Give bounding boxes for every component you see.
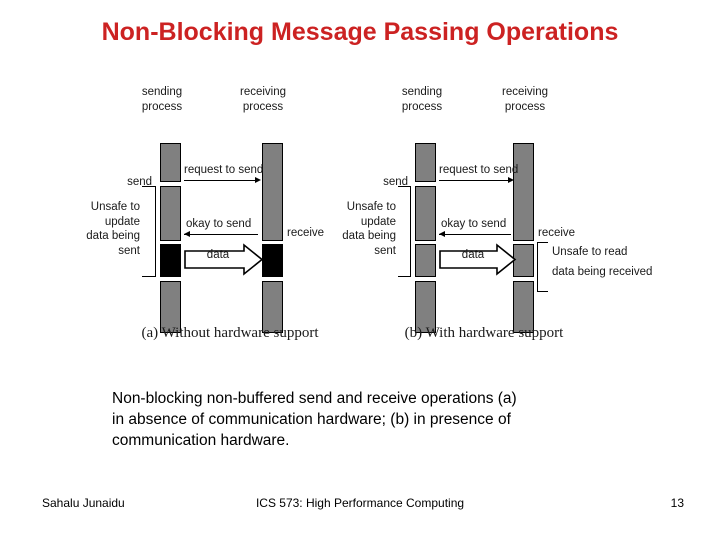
- panel-b-sender-bar-segment-4: [415, 281, 436, 333]
- panel-b-message-okay-to-send-line: [439, 234, 511, 235]
- panel-b-message-data-text: data: [461, 249, 485, 261]
- panel-a-unsafe-send-line2: update: [104, 215, 140, 228]
- panel-b-caption: (b) With hardware support: [404, 325, 564, 341]
- panel-a-sending-process-line2: process: [141, 101, 183, 113]
- panel-b-message-okay-to-send-arrowhead: [439, 231, 445, 237]
- panel-a-message-request-to-send-line: [184, 180, 256, 181]
- panel-a-receiving-process-line2: process: [242, 101, 284, 113]
- panel-a-receiver-bar-segment-3: [262, 281, 283, 333]
- panel-a-without-hardware-support: sending process receiving process send U…: [80, 85, 380, 355]
- panel-b-unsafe-receive-line1: Unsafe to read: [552, 246, 628, 258]
- panel-b-receive-label: receive: [538, 227, 576, 239]
- panel-b-message-request-to-send-text: request to send: [439, 164, 519, 176]
- panel-a-send-label: send: [127, 176, 152, 188]
- panel-b-with-hardware-support: sending process receiving process send U…: [340, 85, 652, 355]
- figure-caption-line3: communication hardware.: [112, 432, 290, 449]
- panel-b-message-data-arrow: data: [439, 243, 517, 276]
- panel-a-unsafe-send-bracket: [142, 186, 156, 277]
- panel-a-sending-process-line1: sending: [141, 86, 183, 98]
- figure-caption-line1: Non-blocking non-buffered send and recei…: [112, 390, 517, 407]
- footer-course: ICS 573: High Performance Computing: [255, 496, 465, 510]
- panel-a-message-okay-to-send-arrowhead: [184, 231, 190, 237]
- panel-a-sender-bar-segment-2: [160, 186, 181, 241]
- panel-b-unsafe-send-bracket: [398, 186, 411, 277]
- panel-a-message-request-to-send-text: request to send: [184, 164, 264, 176]
- panel-b-unsafe-send-label: Unsafe to update data being sent: [336, 200, 396, 258]
- panel-a-sending-process-header: sending process: [114, 85, 210, 115]
- panel-b-receiving-process-header: receiving process: [477, 85, 573, 115]
- panel-b-unsafe-receive-line2: data being received: [552, 265, 653, 278]
- panel-b-receiving-process-line2: process: [504, 101, 546, 113]
- footer-page-number: 13: [670, 496, 684, 510]
- panel-a-message-okay-to-send-text: okay to send: [186, 218, 252, 230]
- panel-b-unsafe-send-line1: Unsafe to: [346, 201, 396, 213]
- figure-nonblocking-message-passing: sending process receiving process send U…: [0, 85, 720, 355]
- panel-a-unsafe-send-line1: Unsafe to: [90, 201, 140, 213]
- panel-a-sender-bar-blocked-segment: [160, 244, 181, 277]
- panel-a-message-okay-to-send-line: [184, 234, 258, 235]
- panel-b-unsafe-send-line3: data being: [342, 230, 396, 242]
- panel-b-send-label: send: [383, 176, 408, 188]
- panel-a-receiving-process-line1: receiving: [239, 86, 287, 98]
- panel-a-unsafe-send-line3: data being: [86, 230, 140, 242]
- panel-b-sender-bar-segment-1: [415, 143, 436, 182]
- panel-b-receiver-bar-segment-1: [513, 143, 534, 241]
- panel-a-message-data-text: data: [206, 249, 230, 261]
- panel-a-message-request-to-send-arrowhead: [255, 177, 261, 183]
- panel-b-message-request-to-send-line: [439, 180, 510, 181]
- panel-a-receiver-bar-blocked-segment: [262, 244, 283, 277]
- page-title: Non-Blocking Message Passing Operations: [101, 18, 619, 46]
- panel-b-unsafe-receive-label: Unsafe to read data being received: [552, 245, 652, 279]
- panel-b-sending-process-line1: sending: [401, 86, 443, 98]
- panel-b-sending-process-header: sending process: [374, 85, 470, 115]
- figure-caption: Non-blocking non-buffered send and recei…: [112, 388, 672, 451]
- panel-a-receive-label: receive: [287, 227, 325, 239]
- panel-b-sender-bar-segment-3: [415, 244, 436, 277]
- figure-caption-line2: in absence of communication hardware; (b…: [112, 411, 511, 428]
- panel-b-unsafe-send-line2: update: [360, 215, 396, 228]
- footer-author: Sahalu Junaidu: [42, 496, 125, 510]
- panel-a-receiving-process-header: receiving process: [215, 85, 311, 115]
- panel-a-sender-bar-segment-4: [160, 281, 181, 333]
- panel-b-unsafe-receive-bracket: [537, 242, 548, 292]
- panel-a-unsafe-send-line4: sent: [118, 244, 140, 257]
- panel-b-message-request-to-send-arrowhead: [508, 177, 514, 183]
- panel-a-message-data-arrow: data: [184, 243, 264, 276]
- panel-a-caption: (a) Without hardware support: [141, 325, 319, 341]
- panel-b-sending-process-line2: process: [401, 101, 443, 113]
- panel-a-unsafe-send-label: Unsafe to update data being sent: [80, 200, 140, 258]
- panel-b-receiver-bar-segment-3: [513, 281, 534, 333]
- panel-b-unsafe-send-line4: sent: [374, 244, 396, 257]
- panel-b-sender-bar-segment-2: [415, 186, 436, 241]
- panel-b-message-okay-to-send-text: okay to send: [441, 218, 507, 230]
- panel-b-receiving-process-line1: receiving: [501, 86, 549, 98]
- panel-a-sender-bar-segment-1: [160, 143, 181, 182]
- panel-a-receiver-bar-segment-1: [262, 143, 283, 241]
